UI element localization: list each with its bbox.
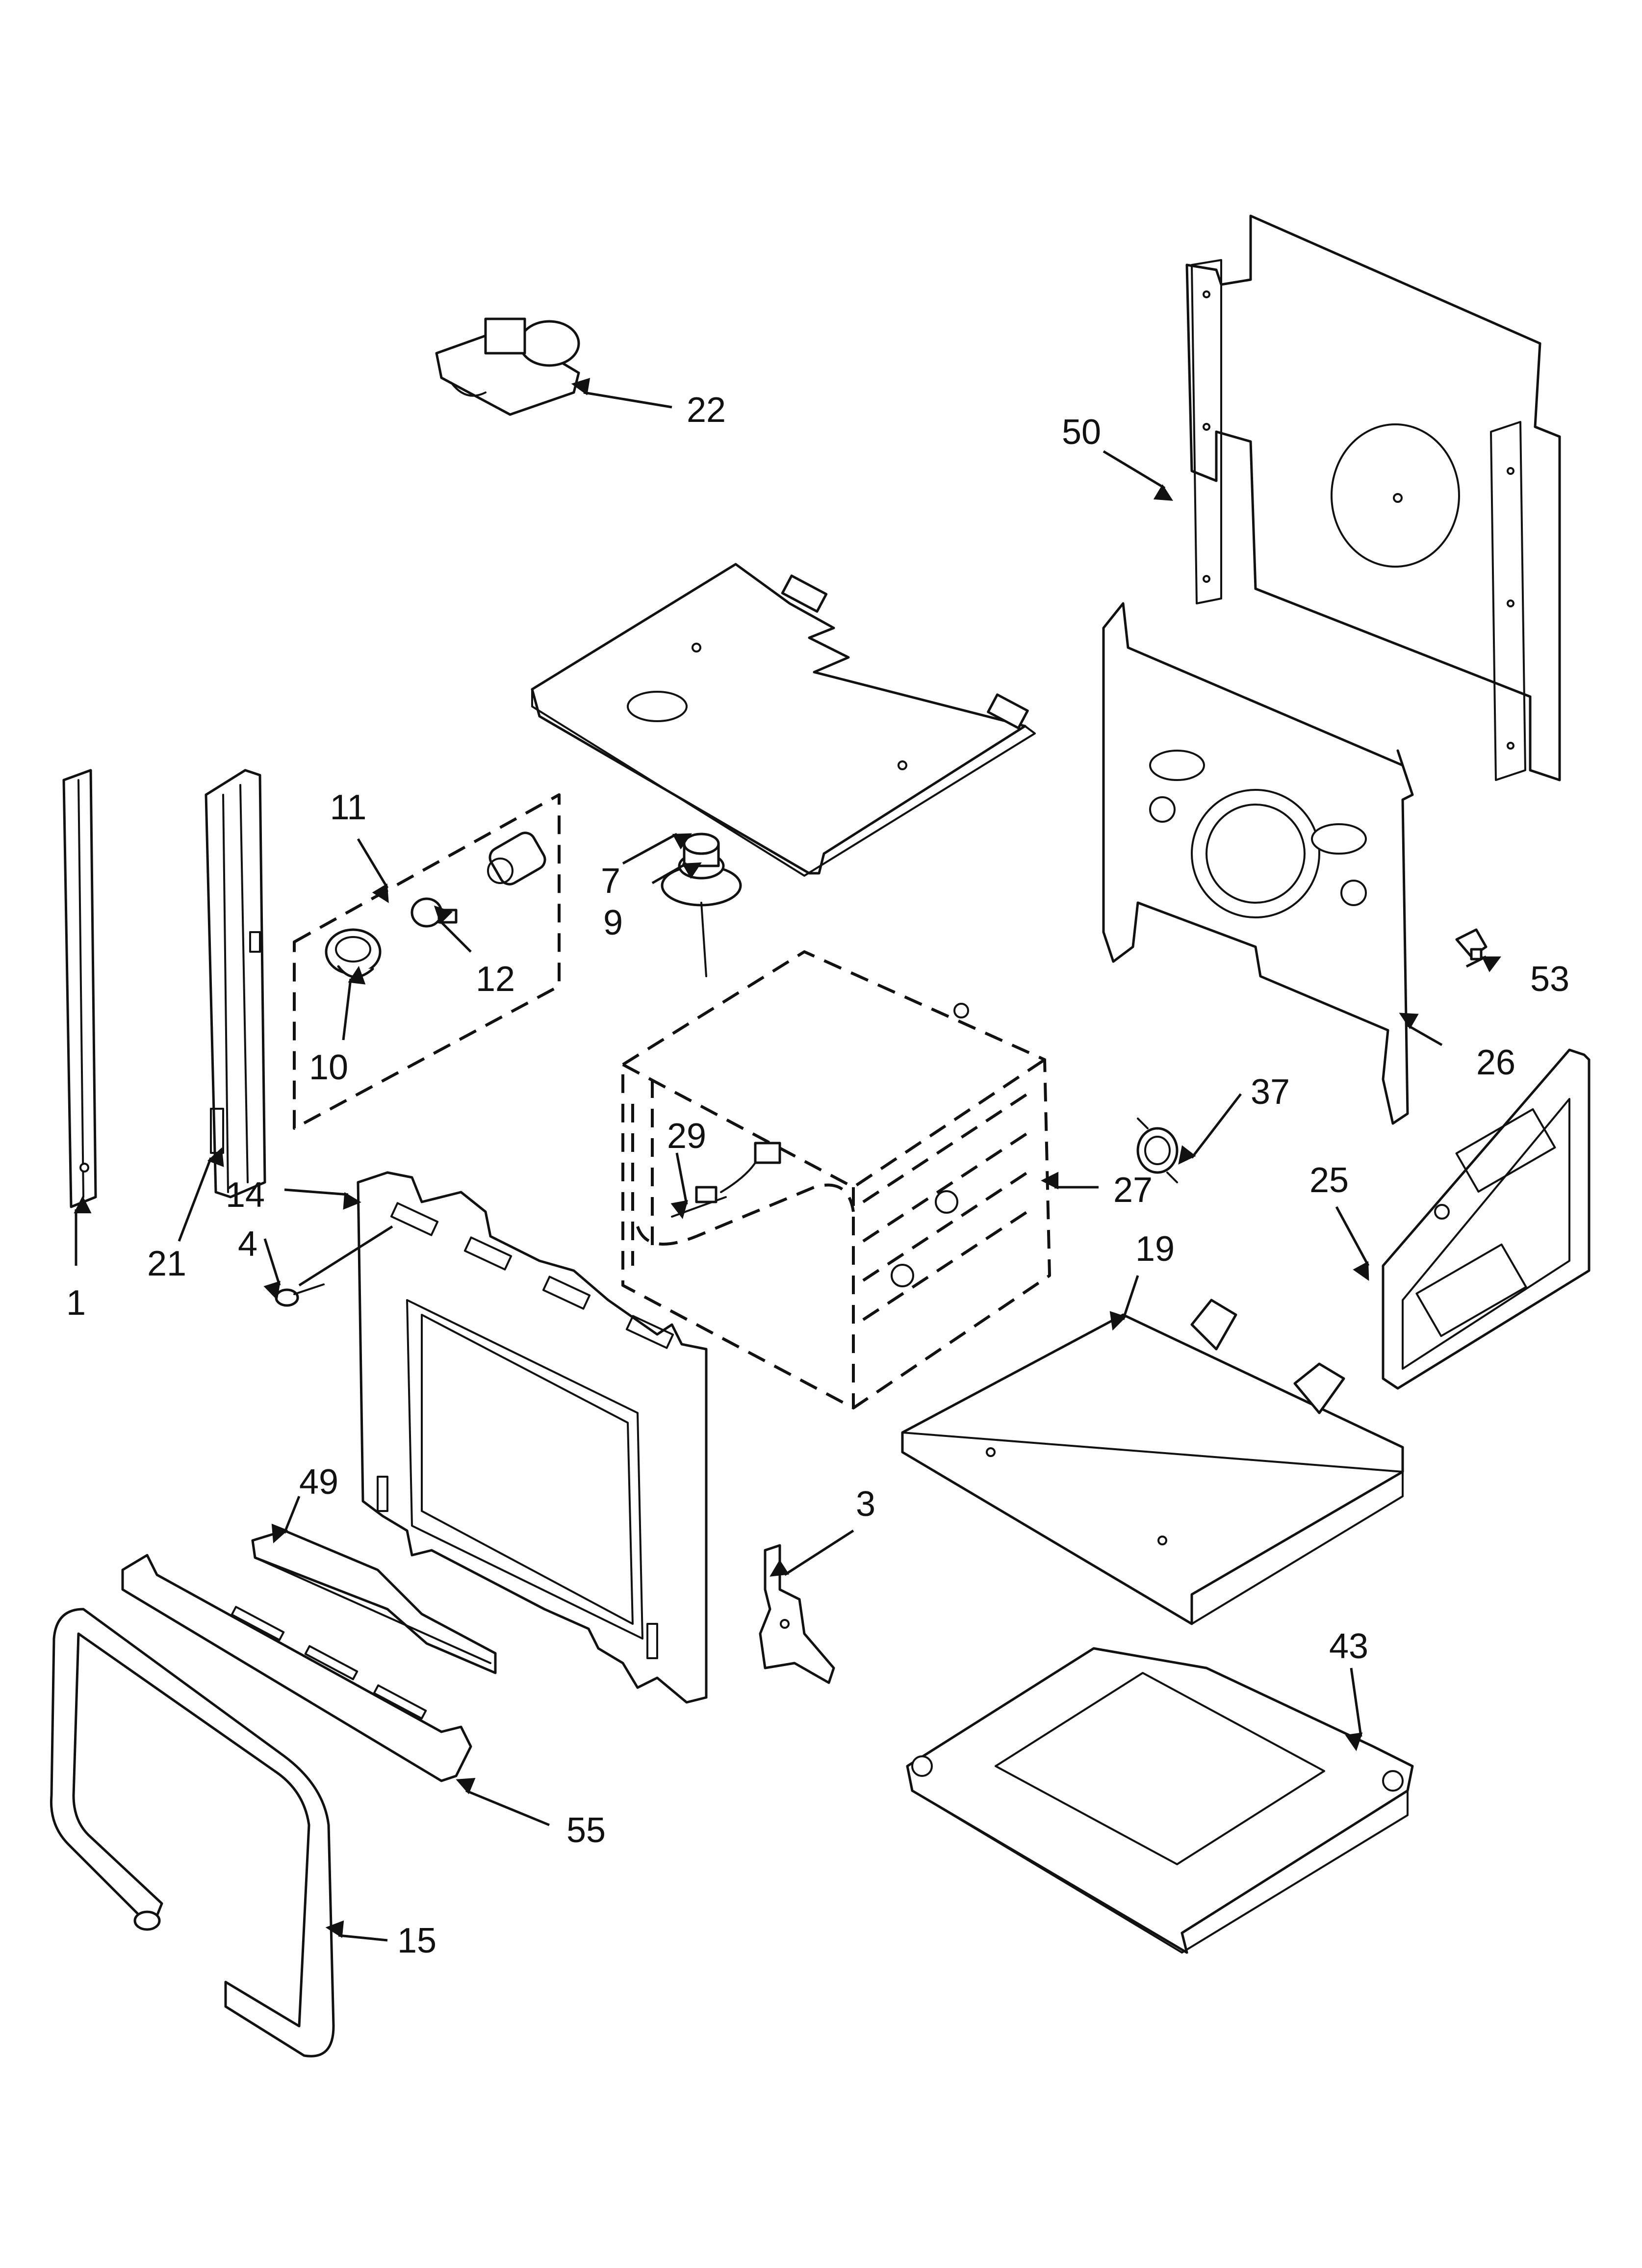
part-25-side-panel — [1382, 1048, 1591, 1390]
part-15-gasket — [50, 1608, 335, 2058]
callout-43: 43 — [1329, 1627, 1368, 1666]
part-22-relay-assembly — [435, 317, 580, 416]
callout-labels: 1 3 4 7 9 10 11 12 14 15 19 21 22 25 26 … — [66, 391, 1569, 1960]
callout-53: 53 — [1530, 960, 1569, 999]
part-1-side-trim — [62, 769, 97, 1208]
callout-9: 9 — [603, 903, 623, 942]
callout-1: 1 — [66, 1283, 86, 1323]
part-11-socket — [487, 832, 546, 886]
part-12-bulb — [410, 897, 458, 928]
callout-14: 14 — [226, 1175, 265, 1215]
callout-7: 7 — [601, 861, 620, 901]
callout-4: 4 — [238, 1225, 257, 1264]
callout-15: 15 — [397, 1921, 436, 1960]
part-21-side-rail — [205, 769, 266, 1199]
callout-49: 49 — [299, 1462, 338, 1502]
callout-11: 11 — [330, 788, 367, 827]
callout-37: 37 — [1251, 1072, 1290, 1112]
leader-14 — [284, 1188, 361, 1210]
callout-27: 27 — [1113, 1171, 1153, 1210]
part-9-sensor — [661, 833, 742, 977]
leader-21 — [178, 1147, 224, 1242]
part-10-light-lens — [325, 928, 382, 978]
callout-22: 22 — [687, 391, 726, 430]
callout-25: 25 — [1309, 1161, 1349, 1200]
callout-10: 10 — [309, 1048, 348, 1087]
part-14-front-frame — [357, 1171, 708, 1704]
callout-55: 55 — [566, 1811, 606, 1850]
leader-7 — [622, 833, 692, 865]
leader-11 — [357, 838, 389, 903]
callout-50: 50 — [1062, 413, 1101, 452]
callout-19: 19 — [1135, 1229, 1175, 1269]
part-4-screw — [275, 1283, 325, 1307]
leader-53 — [1465, 955, 1501, 972]
leader-4 — [263, 1238, 281, 1301]
callout-29: 29 — [667, 1117, 706, 1156]
leader-3 — [770, 1529, 854, 1577]
leader-9 — [651, 862, 702, 885]
leader-12 — [434, 905, 472, 953]
part-50-rear-panel — [1185, 214, 1561, 782]
callout-26: 26 — [1476, 1043, 1515, 1082]
part-49-vent-trim — [251, 1529, 497, 1674]
part-27-oven-liner — [621, 950, 1051, 1409]
leader-15 — [325, 1920, 388, 1942]
leader-49 — [271, 1496, 301, 1543]
callout-12: 12 — [476, 960, 515, 999]
callout-21: 21 — [147, 1244, 186, 1283]
part-19-bottom-panel — [901, 1299, 1404, 1625]
leader-22 — [571, 378, 672, 409]
part-3-bracket — [759, 1544, 835, 1684]
leader-19 — [1109, 1275, 1139, 1331]
part-7-top-panel — [531, 563, 1036, 877]
leader-25 — [1335, 1206, 1370, 1281]
leader-37 — [1178, 1093, 1242, 1165]
leader-10 — [342, 965, 366, 1041]
part-43-bottom-pan — [906, 1647, 1414, 1954]
leader-26 — [1399, 1013, 1443, 1046]
leader-43 — [1345, 1668, 1363, 1751]
leader-lines — [74, 378, 1501, 1942]
part-26-rear-wall — [1102, 602, 1414, 1125]
part-53-clip — [1455, 928, 1488, 961]
leader-4-extension — [298, 1225, 393, 1287]
leader-55 — [456, 1777, 550, 1826]
part-37-thermal-fuse — [1136, 1118, 1179, 1183]
leader-50 — [1103, 450, 1173, 501]
leader-29 — [670, 1152, 688, 1219]
part-29-probe — [671, 1142, 781, 1218]
part-55-grille-trim — [121, 1554, 472, 1782]
callout-3: 3 — [856, 1485, 875, 1524]
